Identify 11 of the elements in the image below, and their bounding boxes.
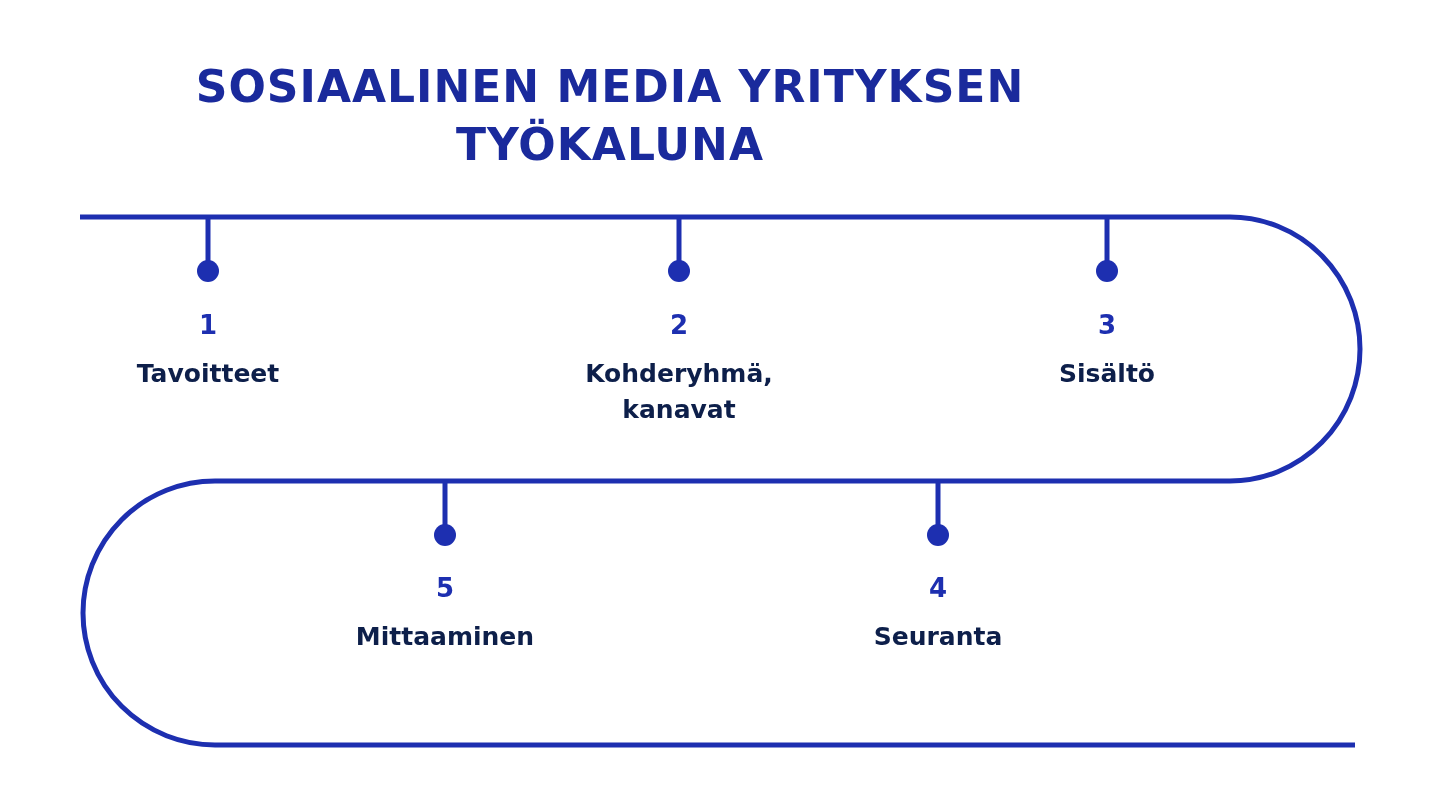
- step-number: 4: [928, 573, 948, 603]
- step-label: Sisältö: [1058, 358, 1156, 390]
- title: SOSIAALINEN MEDIA YRITYKSEN TYÖKALUNA: [194, 60, 1026, 172]
- step-label: Seuranta: [872, 621, 1004, 653]
- step-number: 5: [435, 573, 455, 603]
- step-label: Kohderyhmä, kanavat: [584, 358, 774, 426]
- step-label: Mittaaminen: [354, 621, 536, 653]
- step-number: 1: [198, 310, 218, 340]
- step-number: 2: [669, 310, 689, 340]
- step-label: Tavoitteet: [135, 358, 281, 390]
- step-number: 3: [1097, 310, 1117, 340]
